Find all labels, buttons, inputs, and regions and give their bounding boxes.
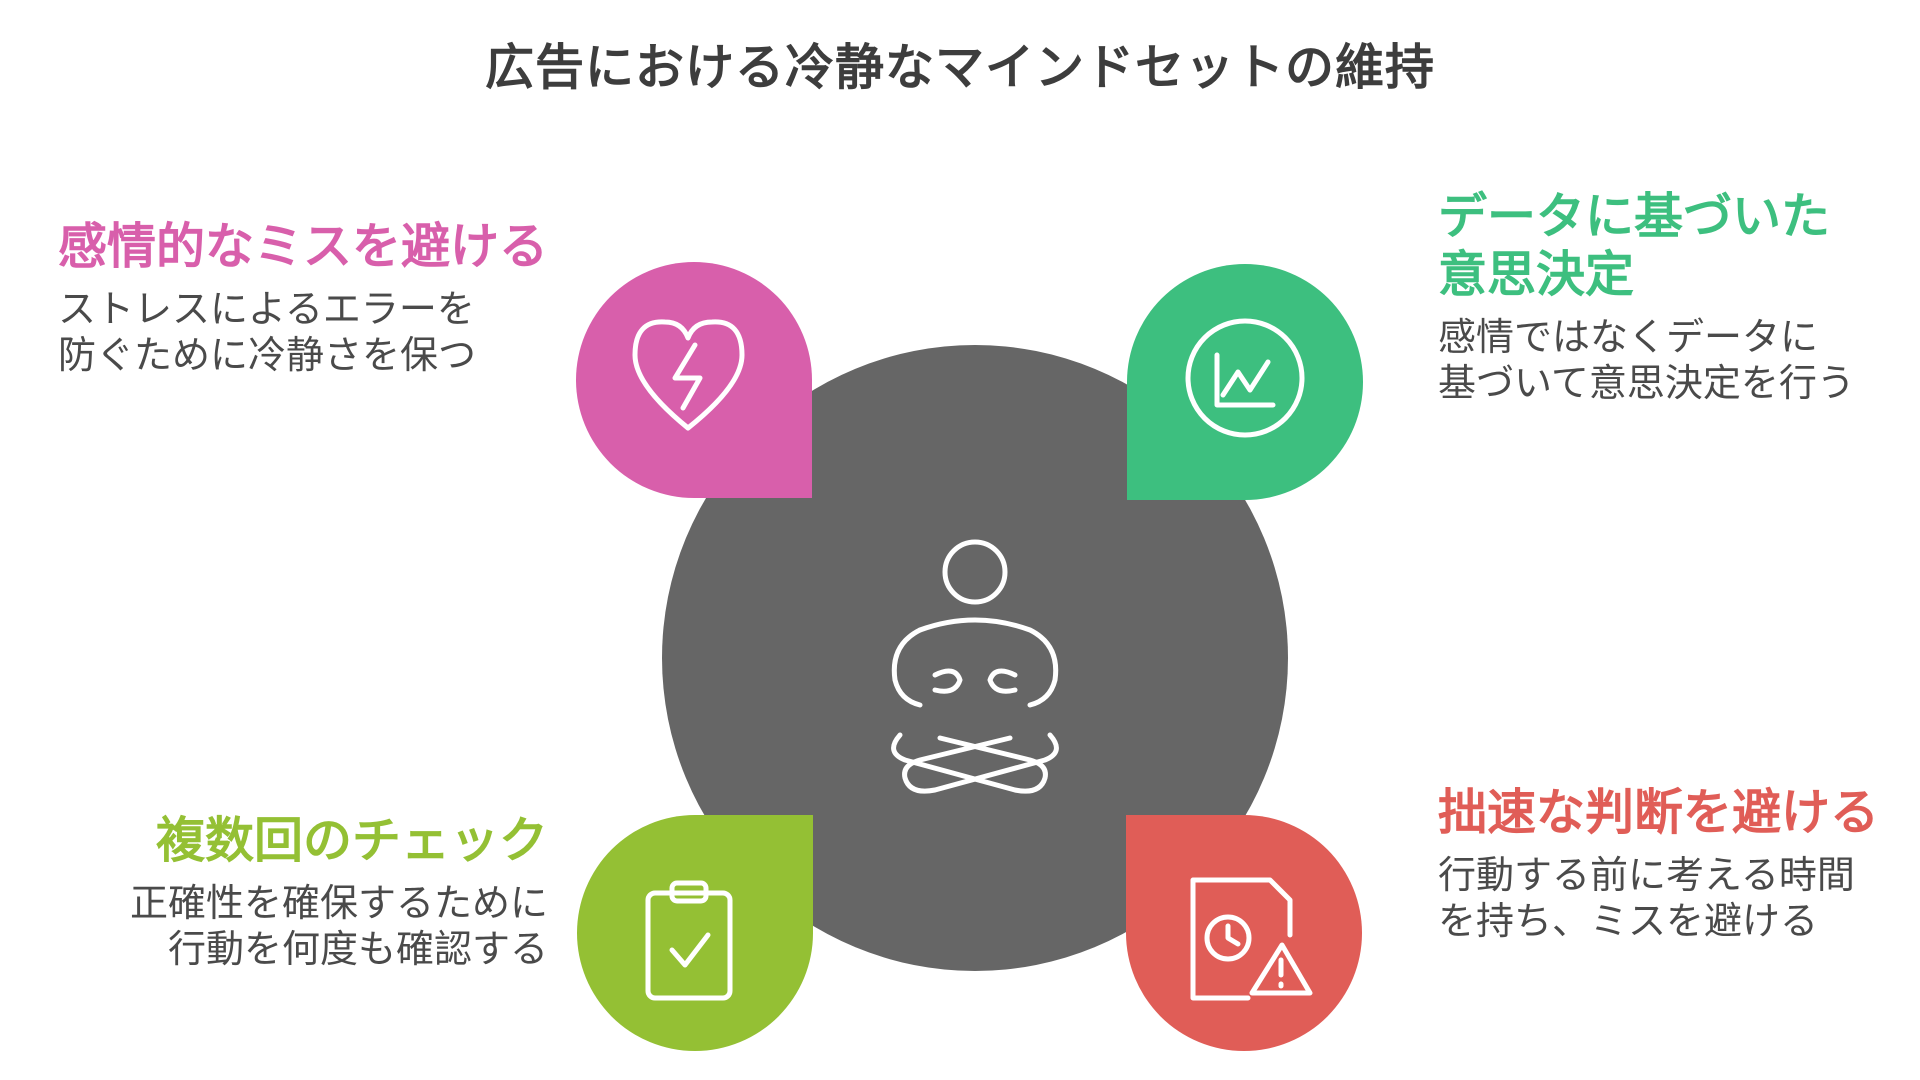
block-desc-data-driven: 感情ではなくデータに 基づいて意思決定を行う: [1438, 315, 1855, 405]
block-title-multiple-checks: 複数回のチェック: [155, 812, 548, 869]
block-data-driven: データに基づいた 意思決定 感情ではなくデータに 基づいて意思決定を行う: [1438, 188, 1855, 406]
block-multiple-checks: 複数回のチェック 正確性を確保するために 行動を何度も確認する: [130, 812, 548, 972]
block-title-emotional-mistakes: 感情的なミスを避ける: [57, 218, 548, 275]
block-emotional-mistakes: 感情的なミスを避ける ストレスによるエラーを 防ぐために冷静さを保つ: [58, 218, 548, 378]
block-desc-hasty-decisions: 行動する前に考える時間 を持ち、ミスを避ける: [1438, 853, 1855, 943]
petal-hasty-decisions: [1126, 815, 1362, 1051]
broken-heart-icon: [632, 319, 745, 431]
page-title: 広告における冷静なマインドセットの維持: [484, 39, 1435, 96]
block-desc-multiple-checks: 正確性を確保するために 行動を何度も確認する: [129, 881, 548, 971]
document-clock-warning-icon: [1190, 877, 1313, 1001]
block-desc-emotional-mistakes: ストレスによるエラーを 防ぐために冷静さを保つ: [57, 287, 476, 377]
meditation-person-icon: [891, 539, 1059, 794]
center-circle: [662, 345, 1288, 971]
block-title-hasty-decisions: 拙速な判断を避ける: [1438, 784, 1880, 841]
clipboard-check-icon: [645, 880, 733, 1001]
line-chart-icon: [1185, 318, 1305, 438]
block-title-data-driven: データに基づいた 意思決定: [1438, 188, 1831, 303]
petal-multiple-checks: [577, 815, 813, 1051]
block-hasty-decisions: 拙速な判断を避ける 行動する前に考える時間 を持ち、ミスを避ける: [1438, 784, 1879, 944]
